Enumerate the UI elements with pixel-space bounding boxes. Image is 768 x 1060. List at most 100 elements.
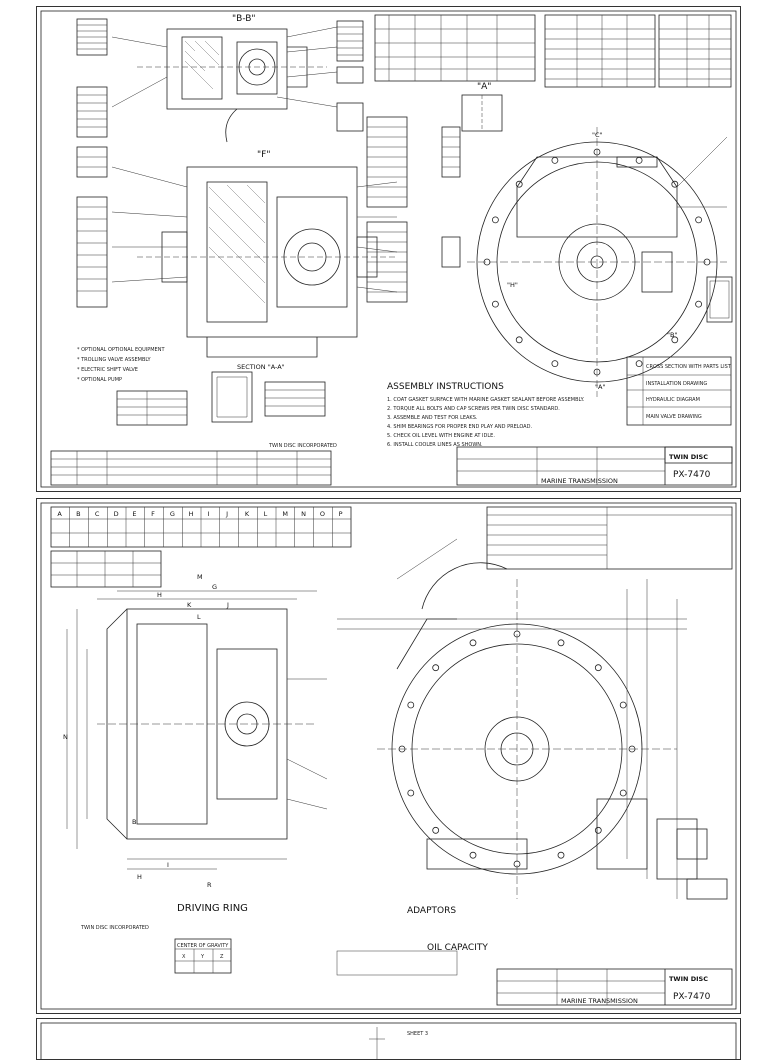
- sheet2-top-right-table: [486, 506, 733, 570]
- left-callout-boxes: [76, 18, 108, 308]
- drawing-sheet-3: SHEET 3: [36, 1018, 741, 1060]
- assembly-instructions: ASSEMBLY INSTRUCTIONS 1. COAT GASKET SUR…: [387, 382, 585, 448]
- optional-note-2: * TROLLING VALVE ASSEMBLY: [77, 357, 152, 363]
- optional-notes: * OPTIONAL OPTIONAL EQUIPMENT * TROLLING…: [77, 347, 337, 449]
- bolt-hole: [703, 258, 711, 266]
- bolt-hole: [695, 216, 702, 224]
- bolt-hole: [619, 701, 627, 709]
- bolt-hole: [483, 258, 491, 266]
- assembly-line-3: 3. ASSEMBLE AND TEST FOR LEAKS.: [387, 415, 478, 421]
- dim-table-header-a: A: [57, 510, 62, 518]
- dim-table-header-c: C: [95, 510, 100, 518]
- bolt-hole: [407, 789, 415, 797]
- bolt-hole: [469, 639, 477, 647]
- title-partno-sheet1: PX-7470: [673, 470, 711, 480]
- oil-capacity-label: OIL CAPACITY: [427, 943, 488, 953]
- front-view-drawing: "A" "C" "H" "A" "B": [441, 82, 733, 397]
- dim-table-header-m: M: [282, 510, 288, 518]
- sheet3-label: SHEET 3: [407, 1031, 428, 1037]
- bolt-hole: [513, 860, 521, 868]
- bolt-hole: [491, 216, 499, 224]
- dim-r: R: [207, 881, 212, 889]
- bolt-hole: [515, 180, 523, 188]
- view-f-label: "F": [257, 150, 270, 160]
- bolt-hole: [593, 368, 601, 376]
- bolt-hole: [491, 300, 499, 308]
- sheet2-bottom: DRIVING RING TWIN DISC INCORPORATED CENT…: [80, 903, 488, 976]
- side-note-3: HYDRAULIC DIAGRAM: [646, 397, 700, 403]
- assembly-line-6: 6. INSTALL COOLER LINES AS SHOWN.: [387, 442, 483, 448]
- title-block-sheet2: TWIN DISC PX-7470 MARINE TRANSMISSION: [496, 968, 733, 1006]
- dim-h: H: [157, 591, 162, 599]
- section-bb-label: "B-B": [232, 14, 256, 24]
- side-view-drawing: G H J K L M N B I H R: [63, 573, 328, 889]
- assembly-line-4: 4. SHIM BEARINGS FOR PROPER END PLAY AND…: [387, 424, 532, 430]
- bolt-hole: [407, 701, 415, 709]
- dim-i: I: [167, 861, 169, 869]
- dim-table-header-e: E: [132, 510, 136, 518]
- dim-h2: H: [137, 873, 142, 881]
- side-note-4: MAIN VALVE DRAWING: [646, 414, 702, 420]
- dim-table-header-l: L: [264, 510, 268, 518]
- bolt-hole: [398, 745, 406, 753]
- dim-n: N: [63, 733, 68, 741]
- dim-table-header-n: N: [301, 510, 306, 518]
- dim-g: G: [212, 583, 217, 591]
- bolt-hole: [628, 745, 636, 753]
- dim-k: K: [187, 601, 192, 609]
- bolt-hole: [432, 826, 440, 834]
- sheet1-company-note: TWIN DISC INCORPORATED: [268, 443, 337, 449]
- revision-table-sheet1: [50, 450, 332, 486]
- top-right-tables: [374, 14, 732, 88]
- dim-table-header-j: J: [225, 510, 228, 518]
- dim-m: M: [197, 573, 203, 581]
- driving-ring-label: DRIVING RING: [177, 903, 248, 914]
- title-logo-sheet1: TWIN DISC: [669, 453, 708, 461]
- dim-l: L: [197, 613, 201, 621]
- bolt-hole: [551, 360, 559, 368]
- drawing-sheet-1: "B-B": [36, 6, 741, 492]
- bolt-hole: [557, 639, 565, 647]
- dim-table-header-k: K: [245, 510, 250, 518]
- sheet-1-drawing: "B-B": [40, 10, 737, 488]
- cg-x: X: [182, 954, 186, 960]
- dim-table-header-i: I: [207, 510, 209, 518]
- dim-table-header-g: G: [170, 510, 175, 518]
- dim-b: B: [132, 818, 136, 826]
- sheet-3-drawing: SHEET 3: [40, 1022, 737, 1059]
- bolt-hole: [619, 789, 627, 797]
- title-partno-sheet2: PX-7470: [673, 992, 711, 1002]
- dim-table-header-p: P: [339, 510, 343, 518]
- front-view-sheet2: [337, 538, 728, 900]
- optional-note-1: * OPTIONAL OPTIONAL EQUIPMENT: [77, 347, 165, 353]
- view-a-label-bottom: "A": [595, 383, 605, 391]
- section-b-b-drawing: "B-B": [111, 14, 364, 143]
- cg-z: Z: [220, 954, 224, 960]
- assembly-line-2: 2. TORQUE ALL BOLTS AND CAP SCREWS PER T…: [387, 406, 560, 412]
- bolt-hole: [594, 664, 602, 672]
- assembly-line-5: 5. CHECK OIL LEVEL WITH ENGINE AT IDLE.: [387, 433, 495, 439]
- bolt-hole: [671, 180, 679, 188]
- bolt-hole: [469, 851, 477, 859]
- view-a-label-top: "A": [477, 82, 491, 92]
- title-block-sheet1: TWIN DISC PX-7470 MARINE TRANSMISSION: [456, 446, 733, 486]
- section-a-a-drawing: "F" SECTION "A-A": [111, 116, 408, 371]
- adaptors-label: ADAPTORS: [407, 906, 456, 916]
- optional-note-3: * ELECTRIC SHIFT VALVE: [77, 367, 138, 373]
- side-note-2: INSTALLATION DRAWING: [646, 381, 707, 387]
- bolt-hole: [515, 336, 523, 344]
- bolt-hole: [432, 664, 440, 672]
- dim-table-header-o: O: [320, 510, 325, 518]
- title-desc-sheet1: MARINE TRANSMISSION: [541, 477, 618, 485]
- bolt-hole: [593, 148, 601, 156]
- cg-y: Y: [200, 954, 205, 960]
- assembly-title: ASSEMBLY INSTRUCTIONS: [387, 382, 504, 392]
- dim-table-header-f: F: [151, 510, 155, 518]
- assembly-line-1: 1. COAT GASKET SURFACE WITH MARINE GASKE…: [387, 397, 585, 403]
- dim-table-header-h: H: [189, 510, 194, 518]
- view-b-label: "B": [667, 331, 677, 339]
- dim-table-header-b: B: [76, 510, 80, 518]
- bolt-hole: [635, 360, 643, 368]
- sheet1-side-notes: CROSS SECTION WITH PARTS LIST INSTALLATI…: [626, 356, 732, 426]
- bolt-hole: [635, 156, 643, 164]
